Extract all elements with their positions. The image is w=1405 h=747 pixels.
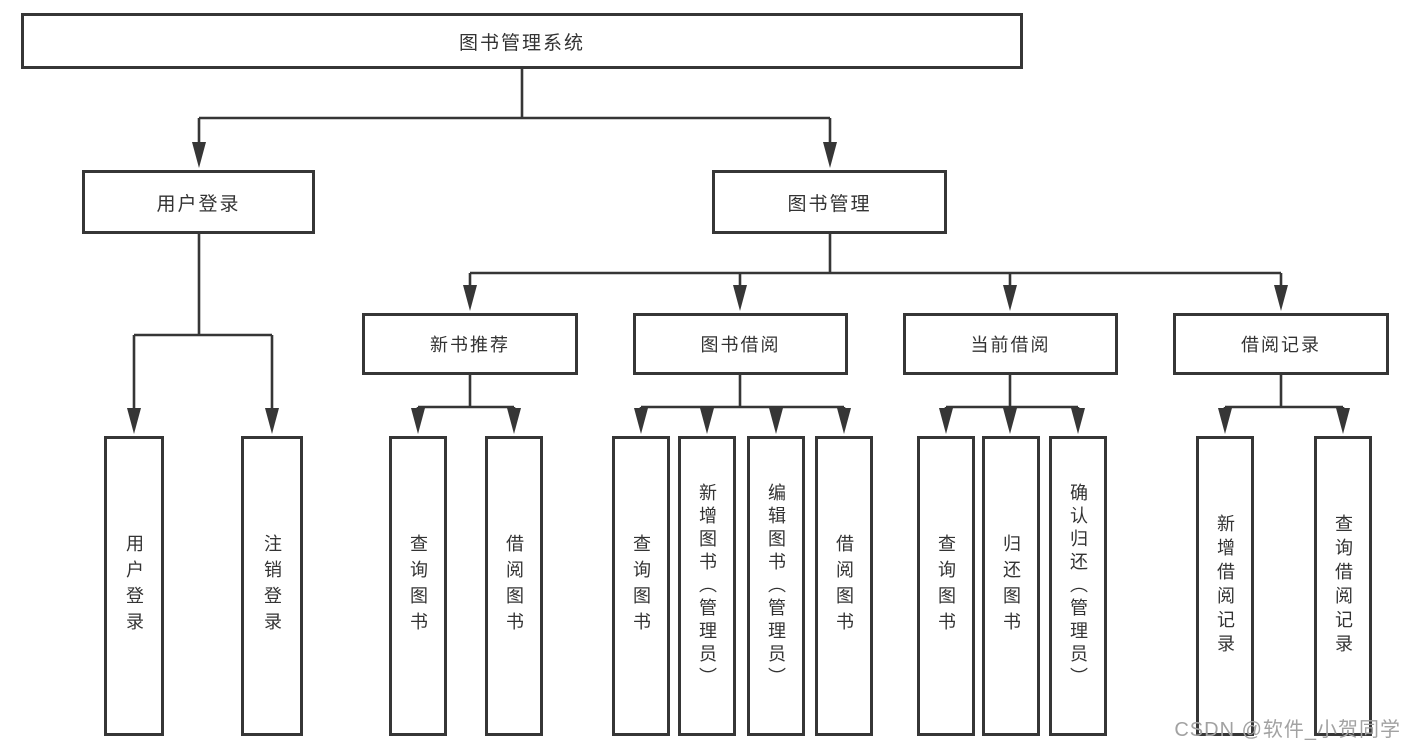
leaf-query-books-recommend: 查询图书	[389, 436, 447, 736]
node-borrow-records: 借阅记录	[1173, 313, 1389, 375]
leaf-query-books-borrow: 查询图书	[612, 436, 670, 736]
leaf-add-borrow-record: 新增借阅记录	[1196, 436, 1254, 736]
node-new-book-recommend: 新书推荐	[362, 313, 578, 375]
arrowheads	[127, 142, 1350, 434]
node-book-management: 图书管理	[712, 170, 947, 234]
node-user-login: 用户登录	[82, 170, 315, 234]
leaf-borrow-books: 借阅图书	[815, 436, 873, 736]
leaf-edit-books-admin: 编辑图书（管理员）	[747, 436, 805, 736]
leaf-query-books-current: 查询图书	[917, 436, 975, 736]
node-current-borrow: 当前借阅	[903, 313, 1118, 375]
leaf-query-borrow-record: 查询借阅记录	[1314, 436, 1372, 736]
csdn-watermark: CSDN @软件_小贺同学	[1174, 719, 1401, 741]
leaf-add-books-admin: 新增图书（管理员）	[678, 436, 736, 736]
leaf-borrow-books-recommend: 借阅图书	[485, 436, 543, 736]
leaf-logout: 注销登录	[241, 436, 303, 736]
node-root-system: 图书管理系统	[21, 13, 1023, 69]
leaf-confirm-return-admin: 确认归还（管理员）	[1049, 436, 1107, 736]
leaf-return-books: 归还图书	[982, 436, 1040, 736]
node-book-borrow: 图书借阅	[633, 313, 848, 375]
leaf-user-login: 用户登录	[104, 436, 164, 736]
